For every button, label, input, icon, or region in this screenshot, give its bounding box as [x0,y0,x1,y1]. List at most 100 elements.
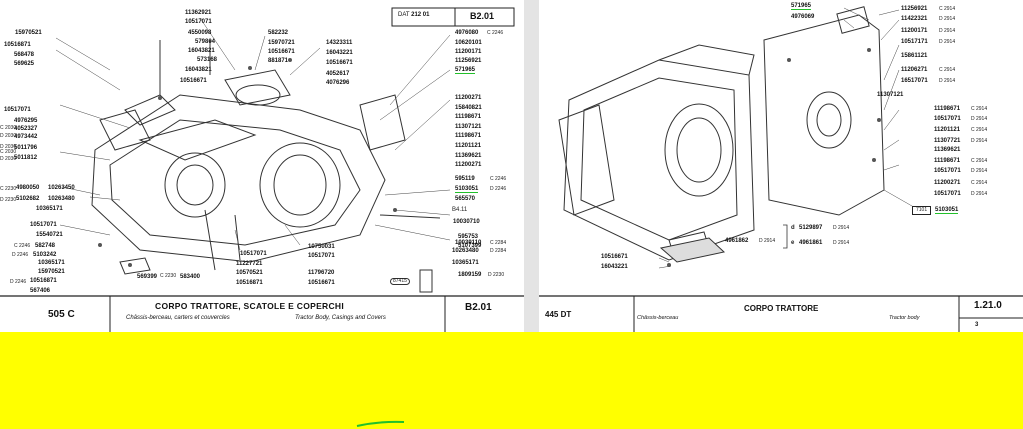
part-number: 595119 [455,176,475,182]
part-number: 15970721 [268,40,295,46]
page-divider [524,0,539,332]
part-number: 10620101 [455,40,482,46]
part-number: 568478 [14,52,35,58]
part-number: 10516871 [4,42,31,48]
tractor-body-exploded-drawing-right [539,6,1023,332]
part-number: 15540721 [36,232,63,238]
model-name: 445 DT [545,310,572,319]
page-title-fr: Châssis-berceau [637,315,679,321]
variant-code: C 2030 [0,149,17,155]
part-number: 10517071 [308,253,335,259]
variant-code: C 2246 [490,176,507,182]
part-number: 11198671 [455,133,482,139]
part-number: 4976069 [791,14,815,20]
part-number: 15970521 [38,269,65,275]
part-number: 5129897 [799,225,823,231]
variant-code: C 2230 [160,273,177,279]
part-number: 10030710 [453,219,480,225]
variant-code: C 2246 [14,243,31,249]
part-number: 881871 [268,58,289,64]
green-underline-mark [356,420,405,427]
part-number: 10516871 [236,280,263,286]
tractor-body-exploded-drawing-left [0,7,524,332]
part-number: 16043821 [188,48,215,54]
highlighted-part-number: 5103051 [935,207,959,214]
part-number: 582232 [268,30,289,36]
part-number: 595753 [458,234,479,240]
part-number: 11198671 [934,106,961,112]
variant-code: D 2914 [759,238,776,244]
part-number: 10517071 [30,222,57,228]
variant-code: D 2914 [939,28,956,34]
part-number: 10517071 [240,251,267,257]
part-number: 11256921 [455,58,482,64]
variant-code: D 2284 [490,248,507,254]
variant-code: C 2914 [971,127,988,133]
part-number: 582748 [35,243,56,249]
part-number: 11307721 [934,138,961,144]
left-catalog-page: DAT 212 01 B2.01 11362921 10517071 45500… [0,0,524,332]
part-number: 10516671 [326,60,353,66]
variant-code: D 2246 [10,279,27,285]
part-number: 5011796 [14,145,38,151]
drawing-reference: 87415 [390,278,410,285]
part-number: 583400 [180,274,201,280]
part-number: 4961862 [725,238,749,244]
section-code: 1.21.0 [974,300,1002,311]
part-number: 10516671 [268,49,295,55]
variant-code: D 2914 [971,191,988,197]
variant-code: D 2030 [0,156,17,162]
cross-reference: B4.11 [452,207,468,213]
part-number: 15840821 [455,105,482,111]
right-catalog-page: 571965 4976069 11256921 11422321 1120017… [539,0,1023,332]
part-number: 4961861 [799,240,823,246]
part-number: 4980050 [16,185,40,191]
part-number: 10365171 [38,260,65,266]
variant-code: D 2030 [0,133,17,139]
model-name: 505 C [48,309,75,320]
part-number: 4052617 [326,71,350,77]
variant-code: D 2914 [971,138,988,144]
part-number: 10516871 [30,278,57,284]
part-number: 5103242 [33,252,57,258]
part-number: 10517171 [901,39,928,45]
part-number: 16043221 [601,264,628,270]
part-number: 5102682 [16,196,40,202]
part-number: 11362921 [185,10,212,16]
variant-code: D 2914 [971,116,988,122]
part-number: 16043821 [185,67,212,73]
highlighted-part-number: 571965 [791,3,812,10]
part-number: 11796720 [308,270,335,276]
variant-code: D 2230 [0,197,17,203]
highlighted-part-number: 5103051 [455,186,479,193]
reference-box: 7101 [912,206,932,215]
part-number: 5107399 [458,243,482,249]
section-code-header: B2.01 [470,11,495,21]
part-number: 10516671 [308,280,335,286]
variant-code: D 2030 [0,144,17,150]
part-number: 569399 [137,274,158,280]
part-number: 10039110 [455,240,482,246]
page-number: 3 [975,322,979,328]
part-number: 15970521 [15,30,42,36]
part-number: 11201121 [934,127,961,133]
variant-code: D 2914 [939,78,956,84]
variant-code: D 2914 [939,16,956,22]
part-number: 10365171 [36,206,63,212]
part-number: 11200271 [934,180,961,186]
page-title-en: Tractor Body, Casings and Covers [295,315,386,321]
variant-code: C 2030 [0,125,17,131]
variant-code: D 2246 [12,252,29,258]
variant-code: D 2230 [488,272,505,278]
part-number: 10516671 [601,254,628,260]
part-number: 1809159 [458,272,482,278]
part-number: 5011812 [14,155,38,161]
part-number: 10263480 [48,196,75,202]
page-title: CORPO TRATTORE, SCATOLE E COPERCHI [155,301,345,311]
variant-code: D 2914 [833,240,850,246]
part-number: 4976295 [14,118,38,124]
part-number: 10517071 [934,168,961,174]
part-number: 10517071 [185,19,212,25]
variant-code: C 2914 [939,6,956,12]
part-number: 565570 [455,196,476,202]
